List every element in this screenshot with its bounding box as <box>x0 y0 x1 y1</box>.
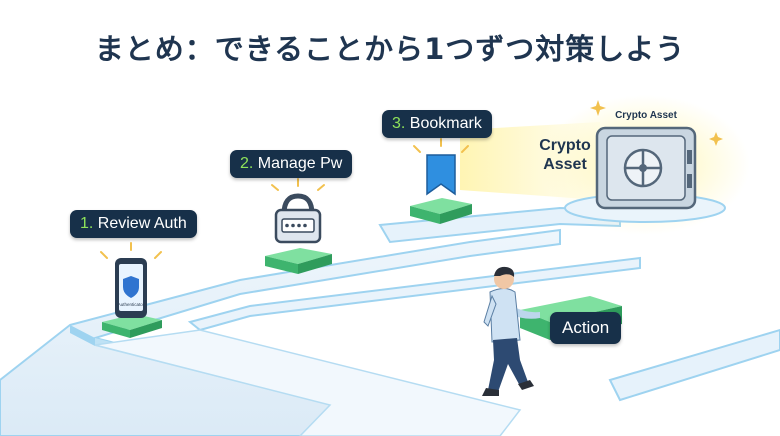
step3-label: 3. Bookmark <box>382 110 492 138</box>
phone-icon: Authenticator <box>100 242 162 318</box>
lock-icon <box>271 178 325 244</box>
floor-path <box>0 206 780 436</box>
step1-label: 1. Review Auth <box>70 210 197 238</box>
step2-text: Manage Pw <box>257 155 343 172</box>
vault-top-label: Crypto Asset <box>615 110 677 121</box>
action-label: Action <box>550 312 622 344</box>
step2-label: 2. Manage Pw <box>230 150 353 178</box>
page-title: まとめ：できることから1つずつ対策しよう <box>94 32 686 66</box>
bookmark-icon <box>413 138 469 196</box>
step2-number: 2. <box>240 155 254 172</box>
vault-side-line2: Asset <box>543 156 587 173</box>
vault-side-line1: Crypto <box>539 137 591 154</box>
vault-side-label: Crypto Asset <box>530 136 600 174</box>
step1-text: Review Auth <box>97 215 187 232</box>
step1-number: 1. <box>80 215 94 232</box>
person-figure <box>482 266 540 396</box>
step3-number: 3. <box>392 115 406 132</box>
step3-text: Bookmark <box>409 115 482 132</box>
phone-screen-text: Authenticator <box>118 302 145 307</box>
step2-platform <box>265 248 332 274</box>
step1-platform <box>102 314 162 338</box>
step3-platform <box>410 198 472 224</box>
vault-icon <box>540 95 750 235</box>
